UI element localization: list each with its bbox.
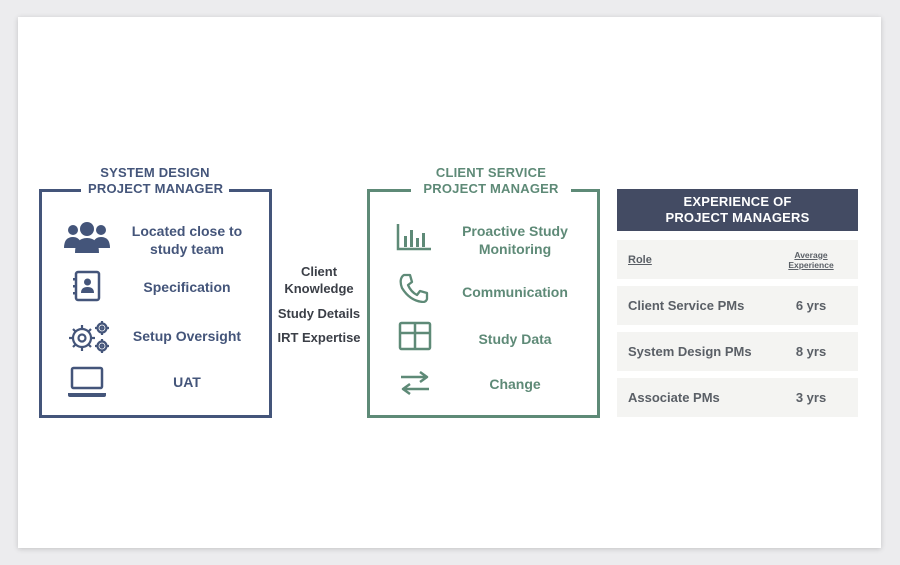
client-service-title-line1: CLIENT SERVICE bbox=[435, 165, 547, 180]
system-design-item-2: Setup Oversight bbox=[122, 327, 252, 345]
item-label-line1: Specification bbox=[143, 279, 231, 295]
item-label-line1: Study Data bbox=[478, 331, 552, 347]
item-label-line2: Monitoring bbox=[478, 241, 552, 257]
column-header-line1: Average bbox=[794, 249, 828, 260]
gears-icon bbox=[69, 321, 109, 353]
content-card: SYSTEM DESIGN PROJECT MANAGER Located cl… bbox=[18, 17, 881, 548]
table-cell-role: Associate PMs bbox=[628, 390, 720, 405]
experience-table-header: EXPERIENCE OF PROJECT MANAGERS bbox=[617, 189, 858, 231]
item-label-line1: Communication bbox=[462, 284, 568, 300]
address-book-icon bbox=[73, 270, 101, 302]
table-row: Client Service PMs 6 yrs bbox=[617, 286, 858, 325]
system-design-title-line1: SYSTEM DESIGN bbox=[100, 165, 210, 180]
shared-label-knowledge: Knowledge bbox=[284, 281, 354, 296]
experience-column-headers: Role Average Experience bbox=[617, 240, 858, 279]
system-design-item-0: Located close to study team bbox=[122, 222, 252, 258]
table-cell-role: Client Service PMs bbox=[628, 298, 745, 313]
item-label-line2: study team bbox=[150, 241, 224, 257]
client-service-box bbox=[367, 189, 600, 418]
table-row: System Design PMs 8 yrs bbox=[617, 332, 858, 371]
shared-label-study-details: Study Details bbox=[277, 306, 361, 321]
client-service-item-1: Communication bbox=[450, 283, 580, 301]
item-label-line1: UAT bbox=[173, 374, 201, 390]
client-service-item-2: Study Data bbox=[450, 330, 580, 348]
team-icon bbox=[64, 222, 110, 253]
item-label-line1: Setup Oversight bbox=[132, 328, 242, 344]
table-cell-value: 3 yrs bbox=[795, 390, 827, 405]
laptop-icon bbox=[68, 366, 106, 397]
experience-title-line2: PROJECT MANAGERS bbox=[665, 210, 810, 225]
table-cell-value: 8 yrs bbox=[795, 344, 827, 359]
column-header-line2: Experience bbox=[788, 259, 834, 270]
client-service-item-0: Proactive Study Monitoring bbox=[450, 222, 580, 258]
item-label-line1: Located close to bbox=[131, 223, 243, 239]
system-design-title-line2: PROJECT MANAGER bbox=[88, 181, 224, 196]
column-header-role: Role bbox=[628, 253, 652, 266]
system-design-title: SYSTEM DESIGN PROJECT MANAGER bbox=[81, 165, 229, 197]
shared-label-client: Client bbox=[300, 264, 338, 279]
item-label-line1: Change bbox=[489, 376, 541, 392]
system-design-item-3: UAT bbox=[122, 373, 252, 391]
swap-arrows-icon bbox=[401, 371, 429, 395]
table-row: Associate PMs 3 yrs bbox=[617, 378, 858, 417]
client-service-title: CLIENT SERVICE PROJECT MANAGER bbox=[411, 165, 571, 197]
experience-title-line1: EXPERIENCE OF bbox=[683, 194, 792, 209]
item-label-line1: Proactive Study bbox=[462, 223, 568, 239]
phone-icon bbox=[399, 273, 429, 303]
column-header-average-experience: Average Experience bbox=[777, 240, 845, 279]
client-service-item-3: Change bbox=[450, 375, 580, 393]
system-design-item-1: Specification bbox=[122, 278, 252, 296]
client-service-title-line2: PROJECT MANAGER bbox=[423, 181, 559, 196]
table-cell-role: System Design PMs bbox=[628, 344, 752, 359]
table-cell-value: 6 yrs bbox=[795, 298, 827, 313]
table-grid-icon bbox=[398, 321, 432, 351]
shared-label-irt-expertise: IRT Expertise bbox=[277, 330, 361, 345]
bar-chart-icon bbox=[396, 224, 431, 251]
